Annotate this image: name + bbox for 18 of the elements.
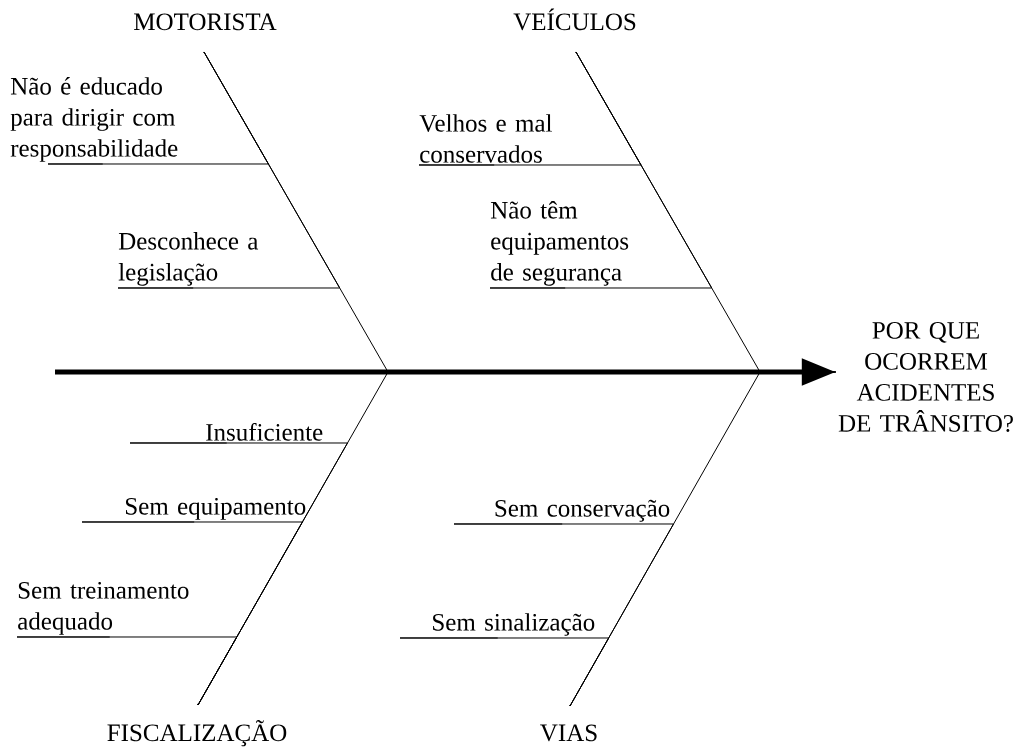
cause-label: Sem treinamento adequado bbox=[18, 581, 189, 635]
cause-line bbox=[489, 51, 713, 289]
cause-label: Sem equipamento bbox=[126, 497, 306, 520]
cause-label: Não é educado para dirigir com responsabilidade bbox=[10, 77, 178, 162]
cause-line bbox=[16, 636, 238, 706]
cause-label: Velhos e mal conservados bbox=[419, 114, 552, 163]
category-label: MOTORISTA bbox=[134, 13, 277, 31]
cause-label: Insuficiente bbox=[206, 422, 323, 441]
cause-label: Não têm equipamentos de segurança bbox=[490, 201, 629, 286]
cause-label: Desconhece a legislação bbox=[118, 232, 259, 286]
category-label: VIAS bbox=[540, 724, 597, 742]
category-label: VEÍCULOS bbox=[513, 8, 636, 31]
category-label: FISCALIZAÇÃO bbox=[107, 720, 287, 747]
cause-label: Sem sinalização bbox=[433, 613, 595, 636]
cause-line bbox=[399, 637, 610, 707]
cause-line bbox=[117, 51, 341, 289]
effect-label: POR QUE OCORREM ACIDENTES DE TRÂNSITO? bbox=[838, 322, 1013, 432]
cause-label: Sem conservação bbox=[495, 499, 670, 522]
